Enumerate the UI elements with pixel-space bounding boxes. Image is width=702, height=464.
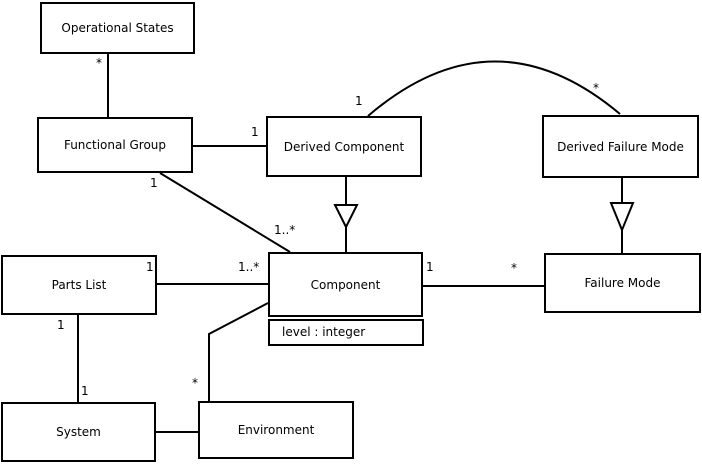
edge-derived-component-derived-failure-mode[interactable] (367, 60, 621, 117)
class-name-label: System (56, 425, 101, 439)
multiplicity-arc-derived-failure-mode-end: * (593, 81, 599, 95)
class-name-label: Derived Failure Mode (557, 139, 684, 154)
class-parts-list[interactable]: Parts List (1, 255, 157, 315)
class-name-label: Component (310, 277, 381, 292)
edge-derived-component-component-generalization[interactable] (333, 177, 359, 252)
class-name-label: Derived Component (283, 139, 405, 154)
multiplicity-derived-component-end: 1 (251, 125, 259, 139)
multiplicity-component-left-end: 1..* (238, 260, 260, 274)
multiplicity-parts-list-bottom-end: 1 (57, 318, 65, 332)
generalization-triangle-icon (609, 202, 635, 233)
multiplicity-parts-list-end: 1 (146, 260, 154, 274)
multiplicity-component-right-end: 1 (426, 260, 434, 274)
class-name-label: Environment (237, 423, 315, 437)
class-environment[interactable]: Environment (198, 401, 354, 459)
class-derived-failure-mode[interactable]: Derived Failure Mode (542, 115, 699, 178)
attribute-label: level : integer (282, 325, 366, 339)
class-failure-mode[interactable]: Failure Mode (544, 253, 701, 313)
multiplicity-environment-end: * (192, 376, 198, 390)
class-name-label: Operational States (61, 21, 174, 35)
class-derived-component[interactable]: Derived Component (266, 116, 422, 177)
multiplicity-operational-states-end: * (96, 56, 102, 70)
edge-functional-group-component[interactable] (159, 172, 291, 253)
class-operational-states[interactable]: Operational States (40, 2, 195, 54)
multiplicity-component-top-end: 1..* (274, 223, 296, 237)
multiplicity-arc-derived-component-end: 1 (355, 94, 363, 108)
class-functional-group[interactable]: Functional Group (37, 117, 193, 173)
generalization-triangle-icon (333, 204, 359, 230)
edge-component-environment[interactable] (208, 302, 269, 401)
class-system[interactable]: System (1, 402, 156, 462)
class-component[interactable]: Component (268, 252, 423, 317)
class-name-label: Parts List (51, 278, 107, 292)
multiplicity-system-end: 1 (81, 384, 89, 398)
class-name-label: Failure Mode (584, 276, 661, 290)
multiplicity-failure-mode-end: * (511, 261, 517, 275)
multiplicity-functional-group-end: 1 (150, 176, 158, 190)
class-component-attributes[interactable]: level : integer (268, 319, 424, 346)
class-name-label: Functional Group (63, 138, 167, 152)
edge-derived-failure-mode-failure-mode-generalization[interactable] (609, 178, 635, 253)
